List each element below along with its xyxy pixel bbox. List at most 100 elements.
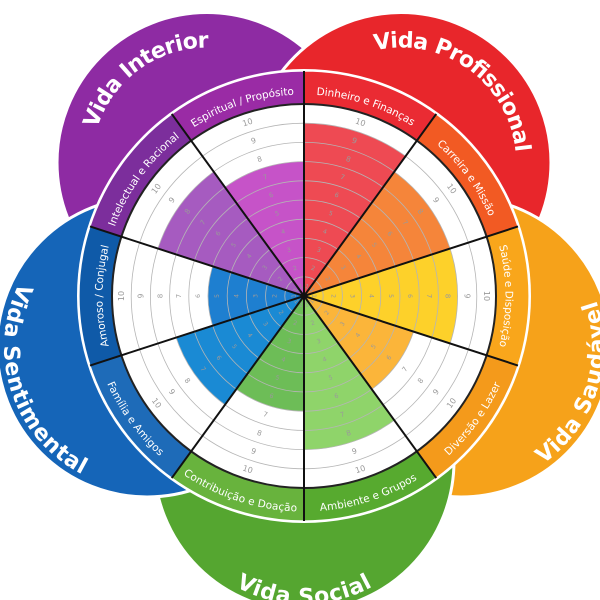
ring-number: 3	[339, 320, 347, 327]
ring-number: 1	[292, 287, 300, 294]
segment-label-amoroso: Amoroso / Conjugal	[93, 244, 111, 349]
ring-number: 10	[241, 464, 254, 476]
ring-number: 1	[304, 301, 310, 309]
ring-number: 3	[261, 321, 269, 328]
ring-number: 2	[329, 294, 336, 298]
ring-number: 6	[268, 392, 274, 400]
ring-number: 5	[328, 374, 334, 382]
ring-number: 7	[339, 410, 346, 419]
ring-number: 6	[385, 354, 393, 361]
spoke	[303, 295, 519, 367]
ring-number: 6	[334, 392, 340, 400]
ring-number: 5	[214, 294, 221, 298]
spoke	[89, 225, 305, 297]
ring-number: 1	[310, 294, 317, 298]
segment-label-saude: Saúde e Disposição	[496, 244, 514, 349]
ring-number: 6	[195, 294, 202, 298]
ring-number: 6	[268, 192, 274, 200]
ring-number: 8	[256, 428, 264, 438]
ring-number: 3	[253, 294, 260, 298]
ring-number: 5	[230, 343, 238, 350]
spoke	[303, 225, 519, 297]
ring-number: 10	[117, 291, 126, 301]
ring-number: 9	[250, 136, 258, 146]
ring-number: 8	[416, 376, 426, 385]
ring-number: 9	[431, 195, 441, 204]
ring-number: 5	[274, 210, 280, 218]
ring-number: 9	[351, 446, 359, 456]
ring-number: 3	[286, 338, 292, 346]
ring-number: 10	[482, 291, 491, 301]
ring-number: 4	[280, 228, 286, 236]
value-wedge-ambiente	[304, 296, 395, 450]
ring-number: 1	[291, 294, 298, 298]
ring-number: 9	[250, 446, 258, 456]
ring-number: 6	[215, 230, 223, 237]
ring-number: 1	[304, 283, 310, 291]
ring-number: 9	[351, 136, 359, 146]
ring-number: 8	[345, 154, 353, 164]
value-wedge-diversao	[304, 296, 414, 390]
ring-number: 9	[136, 293, 145, 298]
ring-number: 2	[292, 265, 298, 273]
ring-number: 8	[444, 294, 453, 299]
ring-number: 5	[370, 242, 378, 249]
ring-number: 2	[310, 319, 316, 327]
ring-number: 5	[387, 294, 394, 298]
ring-number: 4	[233, 294, 240, 298]
segment-bands	[78, 70, 530, 522]
ring-number: 10	[354, 464, 367, 476]
ring-number: 2	[323, 275, 331, 282]
ring-number: 8	[183, 207, 193, 216]
ring-number: 8	[345, 428, 353, 438]
ring-number: 2	[292, 319, 298, 327]
ring-number: 6	[334, 192, 340, 200]
ring-number: 4	[246, 253, 254, 260]
ring-number: 7	[339, 173, 346, 182]
ring-number: 6	[215, 354, 223, 361]
ring-number: 4	[368, 294, 375, 298]
ring-number: 5	[370, 343, 378, 350]
ring-number: 9	[167, 195, 177, 204]
spoke	[303, 295, 438, 479]
ring-number: 7	[199, 219, 208, 227]
ring-number: 2	[277, 309, 285, 316]
ring-number: 4	[354, 332, 362, 339]
ring-number: 6	[406, 294, 413, 298]
ring-number: 6	[385, 230, 393, 237]
ring-number: 7	[400, 219, 409, 227]
ring-number: 10	[241, 117, 254, 129]
ring-number: 8	[156, 293, 165, 298]
ring-number: 8	[183, 376, 193, 385]
spoke	[303, 113, 438, 297]
ring-number: 7	[175, 294, 183, 298]
ring-number: 9	[167, 387, 177, 396]
ring-number: 1	[298, 301, 304, 309]
ring-number: 3	[316, 338, 322, 346]
ring-number: 5	[274, 374, 280, 382]
ring-number: 7	[425, 294, 433, 298]
value-wedge-espiritual	[225, 161, 304, 296]
ring-number: 9	[463, 294, 472, 299]
segment-values	[157, 123, 458, 450]
ring-number: 3	[349, 294, 356, 298]
ring-number: 10	[354, 117, 367, 129]
ring-number: 3	[261, 264, 269, 271]
ring-number: 7	[262, 410, 269, 419]
ring-number: 2	[277, 275, 285, 282]
ring-number: 4	[354, 253, 362, 260]
ring-number: 2	[272, 294, 279, 298]
spoke	[170, 295, 305, 479]
value-wedge-contribuicao	[236, 296, 304, 412]
ring-number: 7	[262, 173, 269, 182]
spokes	[89, 71, 519, 521]
ring-number: 1	[298, 283, 304, 291]
ring-number: 1	[292, 298, 300, 305]
ring-number: 9	[431, 387, 441, 396]
ring-number: 1	[308, 298, 316, 305]
ring-number: 2	[323, 309, 331, 316]
ring-number: 4	[322, 228, 328, 236]
